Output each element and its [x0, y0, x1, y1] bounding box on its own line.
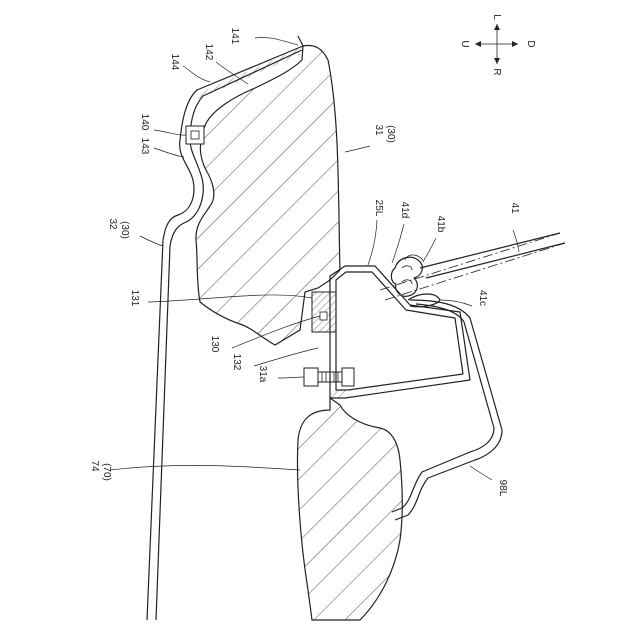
- bolt-31a: [304, 368, 354, 386]
- cable-41: [380, 233, 565, 307]
- label-25L: 25L: [373, 200, 384, 217]
- label-140: 140: [139, 114, 150, 131]
- compass-up-label: L: [491, 14, 502, 20]
- label-32-sub: (30): [119, 221, 130, 239]
- label-131: 131: [129, 290, 140, 307]
- label-41b: 41b: [435, 216, 446, 233]
- label-31a: 31a: [257, 366, 268, 383]
- compass-left-label: U: [459, 40, 470, 47]
- lower-body-74: [297, 398, 402, 620]
- label-41c: 41c: [477, 290, 488, 306]
- label-141: 141: [229, 28, 240, 45]
- label-32: 32: [107, 218, 118, 230]
- compass-right-label: D: [525, 40, 536, 47]
- label-41: 41: [509, 202, 520, 214]
- label-31-sub: (30): [385, 125, 396, 143]
- label-31: 31: [373, 124, 384, 136]
- label-142: 142: [203, 44, 214, 61]
- label-143: 143: [139, 138, 150, 155]
- clip-140: [186, 126, 204, 144]
- compass-down-label: R: [491, 68, 502, 75]
- housing-98L: [392, 300, 502, 520]
- label-98L: 98L: [497, 480, 508, 497]
- label-132: 132: [231, 354, 242, 371]
- direction-compass: L U D R: [459, 14, 536, 75]
- label-41d: 41d: [399, 202, 410, 219]
- label-144: 144: [169, 54, 180, 71]
- label-74-sub: (70): [101, 463, 112, 481]
- label-130: 130: [209, 336, 220, 353]
- label-74: 74: [89, 460, 100, 472]
- insert-130: [312, 292, 336, 332]
